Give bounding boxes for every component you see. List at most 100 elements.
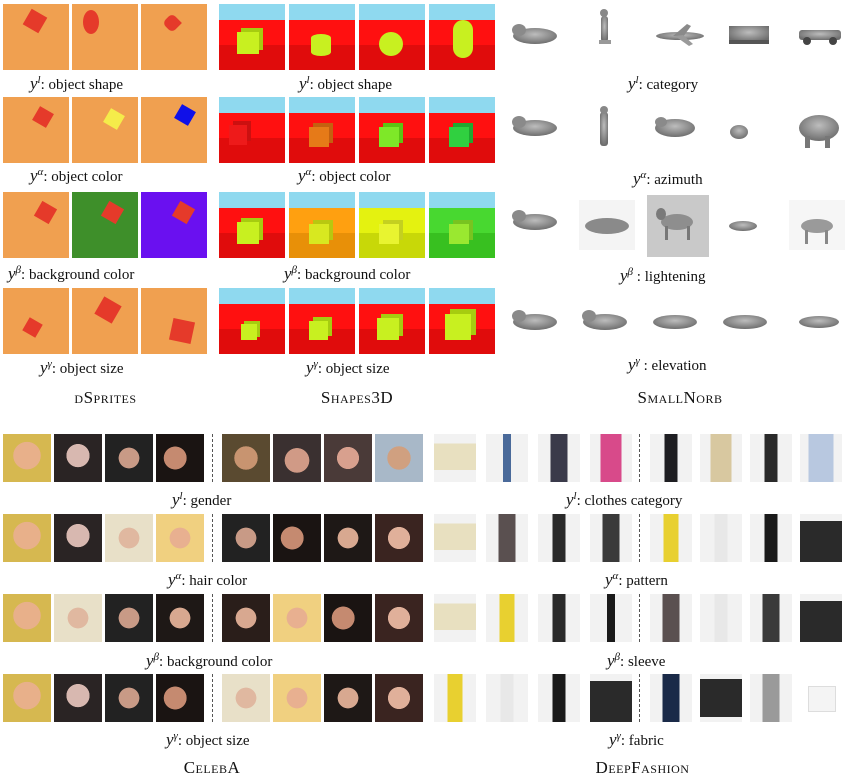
face-photo [54, 514, 102, 562]
cube-object [449, 224, 469, 244]
fashion-photo [650, 514, 692, 562]
face-photo [222, 594, 270, 642]
fashion-photo [538, 434, 580, 482]
shapes3d-tile [359, 192, 425, 258]
separator-line [212, 674, 213, 722]
separator-line [639, 434, 640, 482]
face-photo [375, 674, 423, 722]
dsprites-tile [141, 192, 207, 258]
separator-line [639, 674, 640, 722]
celeba-caption-alpha: yα: hair color [168, 570, 248, 589]
face-photo [156, 594, 204, 642]
cube-object [309, 224, 329, 244]
elephant-icon [799, 115, 839, 148]
fashion-photo [800, 674, 842, 722]
face-photo [105, 674, 153, 722]
shapes3d-tile [429, 97, 495, 163]
shapes3d-tile [429, 192, 495, 258]
fashion-photo [700, 594, 742, 642]
fashion-photo [486, 594, 528, 642]
fashion-photo [800, 514, 842, 562]
face-photo [222, 674, 270, 722]
car-icon [799, 30, 841, 45]
animal-toy-icon [512, 310, 557, 330]
fashion-photo [800, 594, 842, 642]
animal-toy-icon [730, 125, 748, 139]
shapes3d-tile [289, 4, 355, 70]
shapes3d-tile [219, 97, 285, 163]
face-photo [375, 514, 423, 562]
dsprites-title: dSprites [74, 388, 137, 407]
fashion-photo [590, 594, 632, 642]
face-photo [222, 434, 270, 482]
face-photo [3, 434, 51, 482]
celeba-caption-gamma: yγ: object size [166, 730, 250, 749]
fashion-photo [750, 674, 792, 722]
separator-line [212, 434, 213, 482]
shapes3d-tile [289, 288, 355, 354]
dsprites-tile [3, 192, 69, 258]
face-photo [3, 594, 51, 642]
smallnorb-caption-alpha: yα: azimuth [633, 169, 703, 188]
dsprites-tile [72, 192, 138, 258]
cube-object [309, 321, 328, 340]
horse-icon [801, 219, 833, 244]
animal-toy-icon [582, 310, 627, 330]
animal-toy-icon [512, 210, 557, 230]
shapes3d-tile [219, 288, 285, 354]
dsprites-tile [72, 288, 138, 354]
celeba-title: CelebA [183, 758, 241, 777]
dsprites-caption-alpha: yα: object color [30, 166, 123, 185]
dsprites-tile [141, 4, 207, 70]
dsprites-tile [3, 4, 69, 70]
cube-object [241, 324, 257, 340]
animal-toy-icon [653, 315, 697, 329]
dsprites-tile [141, 288, 207, 354]
fashion-photo [650, 674, 692, 722]
face-photo [273, 514, 321, 562]
fashion-photo [750, 434, 792, 482]
square-sprite [174, 104, 196, 126]
face-photo [105, 514, 153, 562]
smallnorb-caption-gamma: yγ : elevation [628, 355, 707, 374]
dsprites-tile [72, 4, 138, 70]
square-sprite [168, 317, 196, 345]
airplane-icon [656, 24, 704, 46]
shapes3d-title: Shapes3D [320, 388, 394, 407]
human-figure-icon [599, 9, 611, 44]
smallnorb-caption-l: yl: category [628, 74, 699, 93]
animal-toy-icon [799, 316, 839, 328]
animal-toy-icon [512, 24, 557, 44]
deepfashion-caption-l: yl: clothes category [566, 490, 683, 509]
face-photo [324, 514, 372, 562]
fashion-photo [434, 514, 476, 562]
fashion-photo [590, 674, 632, 722]
face-photo [375, 434, 423, 482]
cube-object [237, 32, 259, 54]
capsule-object [453, 20, 473, 58]
fashion-photo [434, 594, 476, 642]
face-photo [222, 514, 270, 562]
celeba-caption-beta: yβ: background color [146, 651, 273, 670]
fashion-photo [650, 594, 692, 642]
fashion-photo [800, 434, 842, 482]
cube-object [237, 222, 259, 244]
face-photo [156, 434, 204, 482]
fashion-photo [434, 674, 476, 722]
square-sprite [94, 296, 122, 324]
separator-line [212, 514, 213, 562]
truck-icon [729, 26, 769, 44]
face-photo [324, 674, 372, 722]
animal-toy-icon [512, 116, 557, 136]
cube-object [379, 224, 399, 244]
fashion-photo [750, 514, 792, 562]
horse-icon [656, 208, 693, 240]
ellipse-sprite [83, 10, 99, 34]
celeba-caption-l: yl: gender [172, 490, 232, 509]
face-photo [273, 434, 321, 482]
fashion-photo [538, 674, 580, 722]
fashion-photo [538, 594, 580, 642]
separator-line [212, 594, 213, 642]
face-photo [156, 514, 204, 562]
animal-toy-icon [585, 218, 629, 234]
